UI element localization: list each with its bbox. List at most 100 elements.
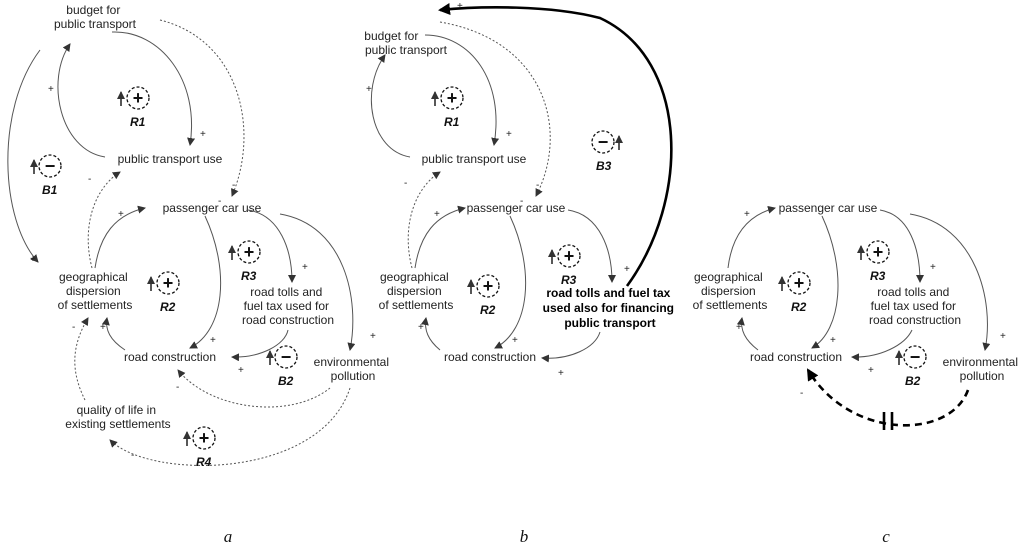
svg-text:+: + xyxy=(163,273,174,293)
panel-a: budget for public transport public trans… xyxy=(7,3,389,546)
svg-text:-: - xyxy=(88,174,91,185)
svg-text:+: + xyxy=(118,209,124,220)
svg-text:+: + xyxy=(447,88,458,108)
node-geographical-dispersion: geographical dispersion of settlements xyxy=(379,270,454,312)
svg-text:+: + xyxy=(302,262,308,273)
svg-text:+: + xyxy=(418,322,424,333)
link-geo-to-ptuse xyxy=(407,171,441,269)
panel-c: passenger car use geographical dispersio… xyxy=(693,201,1022,546)
link-qol-to-geo xyxy=(74,317,89,401)
svg-text:-: - xyxy=(800,388,803,399)
link-tolls-to-budget-bold xyxy=(438,3,673,287)
svg-text:+: + xyxy=(100,322,106,333)
link-caruse-to-env xyxy=(909,213,991,351)
svg-text:R1: R1 xyxy=(130,115,146,129)
svg-text:+: + xyxy=(199,428,210,448)
svg-text:R3: R3 xyxy=(870,269,886,283)
loop-b2-a: − B2 xyxy=(266,345,298,388)
svg-text:B1: B1 xyxy=(42,183,58,197)
link-env-to-road-delayed xyxy=(806,368,970,427)
svg-text:+: + xyxy=(483,276,494,296)
svg-text:B2: B2 xyxy=(905,374,921,388)
node-environmental-pollution: environmental pollution xyxy=(943,355,1022,383)
node-geographical-dispersion: geographical dispersion of settlements xyxy=(693,270,768,312)
node-passenger-car-use: passenger car use xyxy=(467,201,566,215)
svg-text:-: - xyxy=(176,382,179,393)
node-road-construction: road construction xyxy=(444,350,536,364)
loop-b3-b: − B3 xyxy=(591,130,623,173)
loop-r3-a: + R3 xyxy=(228,240,261,283)
node-road-tolls: road tolls and fuel tax used for road co… xyxy=(242,285,334,327)
svg-text:-: - xyxy=(72,322,75,333)
node-road-tolls: road tolls and fuel tax used for road co… xyxy=(869,285,961,327)
svg-text:-: - xyxy=(536,180,539,191)
node-road-tolls-bold: road tolls and fuel tax used also for fi… xyxy=(543,286,678,330)
svg-text:+: + xyxy=(930,262,936,273)
svg-text:+: + xyxy=(1000,331,1006,342)
svg-text:+: + xyxy=(736,322,742,333)
link-caruse-to-budget xyxy=(439,21,551,197)
svg-text:+: + xyxy=(434,209,440,220)
svg-text:R1: R1 xyxy=(444,115,460,129)
link-road-to-geo xyxy=(101,317,126,351)
loop-r2-a: + R2 xyxy=(147,271,180,314)
link-ptuse-to-budget xyxy=(370,54,411,158)
link-env-to-road xyxy=(177,369,331,408)
svg-text:−: − xyxy=(45,156,56,176)
svg-text:+: + xyxy=(210,335,216,346)
link-signs-a: + + - + + - - + + + + + - - - xyxy=(30,84,376,461)
link-geo-to-caruse xyxy=(414,205,466,269)
svg-text:-: - xyxy=(404,178,407,189)
node-passenger-car-use: passenger car use xyxy=(779,201,878,215)
node-road-construction: road construction xyxy=(750,350,842,364)
svg-text:+: + xyxy=(133,88,144,108)
link-caruse-to-tolls xyxy=(879,209,924,283)
node-quality-of-life: quality of life in existing settlements xyxy=(65,403,170,431)
link-budget-to-ptuse xyxy=(111,31,196,146)
panel-caption-a: a xyxy=(224,527,233,546)
node-road-construction: road construction xyxy=(124,350,216,364)
svg-text:−: − xyxy=(281,347,292,367)
svg-text:+: + xyxy=(830,335,836,346)
svg-text:R4: R4 xyxy=(196,455,212,469)
svg-text:R2: R2 xyxy=(480,303,496,317)
loop-r1-a: + R1 xyxy=(117,86,150,129)
svg-text:+: + xyxy=(370,331,376,342)
link-budget-to-geo xyxy=(7,49,41,263)
node-budget: budget for public transport xyxy=(54,3,137,31)
svg-text:+: + xyxy=(457,1,463,12)
link-signs-b: + + + - + - - + + + + xyxy=(366,1,630,379)
svg-text:R3: R3 xyxy=(561,273,577,287)
svg-text:+: + xyxy=(624,264,630,275)
delay-mark xyxy=(882,412,894,430)
link-caruse-to-tolls xyxy=(567,209,616,283)
link-caruse-to-road xyxy=(811,215,839,349)
link-tolls-to-road xyxy=(851,329,913,362)
link-caruse-to-road xyxy=(189,215,222,349)
svg-text:+: + xyxy=(512,335,518,346)
link-ptuse-to-budget xyxy=(57,43,106,158)
node-geographical-dispersion: geographical dispersion of settlements xyxy=(58,270,133,312)
svg-text:R2: R2 xyxy=(791,300,807,314)
loop-b2-c: − B2 xyxy=(895,345,927,388)
svg-text:+: + xyxy=(794,273,805,293)
svg-text:+: + xyxy=(48,84,54,95)
link-geo-to-caruse xyxy=(727,205,776,269)
svg-text:+: + xyxy=(238,365,244,376)
svg-text:-: - xyxy=(131,450,134,461)
svg-text:+: + xyxy=(506,129,512,140)
link-caruse-to-tolls xyxy=(247,209,296,283)
panel-caption-b: b xyxy=(520,527,529,546)
svg-text:−: − xyxy=(598,132,609,152)
loop-b1-a: − B1 xyxy=(30,154,62,197)
svg-text:R3: R3 xyxy=(241,269,257,283)
node-public-transport-use: public transport use xyxy=(118,152,223,166)
link-geo-to-ptuse xyxy=(87,171,121,269)
node-passenger-car-use: passenger car use xyxy=(163,201,262,215)
svg-text:+: + xyxy=(873,242,884,262)
link-road-to-geo xyxy=(420,317,441,351)
link-signs-c: + + + + + + - xyxy=(736,209,1006,399)
svg-text:−: − xyxy=(910,347,921,367)
svg-text:+: + xyxy=(564,246,575,266)
loop-r2-b: + R2 xyxy=(467,274,500,317)
